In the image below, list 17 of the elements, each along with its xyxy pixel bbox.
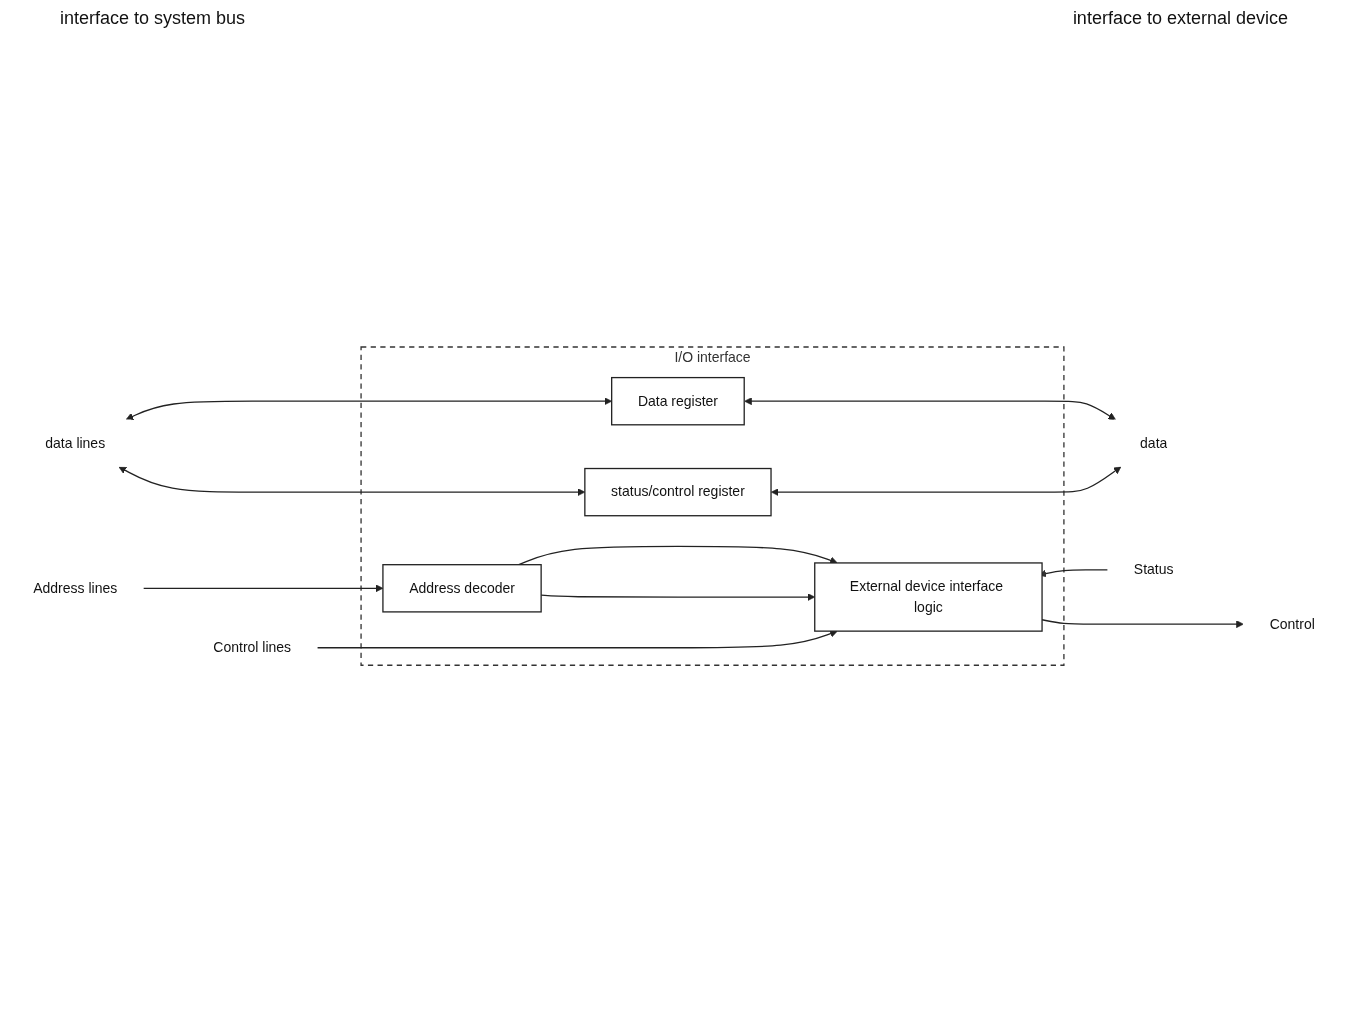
node-text: data [1140, 435, 1168, 450]
arrow [518, 545, 838, 566]
node-text: Control lines [213, 639, 292, 655]
node-text: data lines [45, 435, 106, 450]
arrow [316, 629, 838, 649]
arrow [744, 397, 1116, 420]
arrow [125, 397, 612, 420]
arrow [771, 466, 1122, 496]
node-box: External device interface logic [814, 562, 1043, 632]
interface-note: interface to external device [1072, 8, 1288, 29]
node-box: Address decoder [382, 563, 542, 613]
node-text: Control [1269, 616, 1315, 631]
interface-note: interface to system bus [60, 8, 246, 29]
node-text: Address lines [33, 580, 118, 596]
node-box: status/control register [584, 467, 772, 517]
node-text: Status [1133, 561, 1174, 577]
node-box: Data register [611, 376, 745, 426]
